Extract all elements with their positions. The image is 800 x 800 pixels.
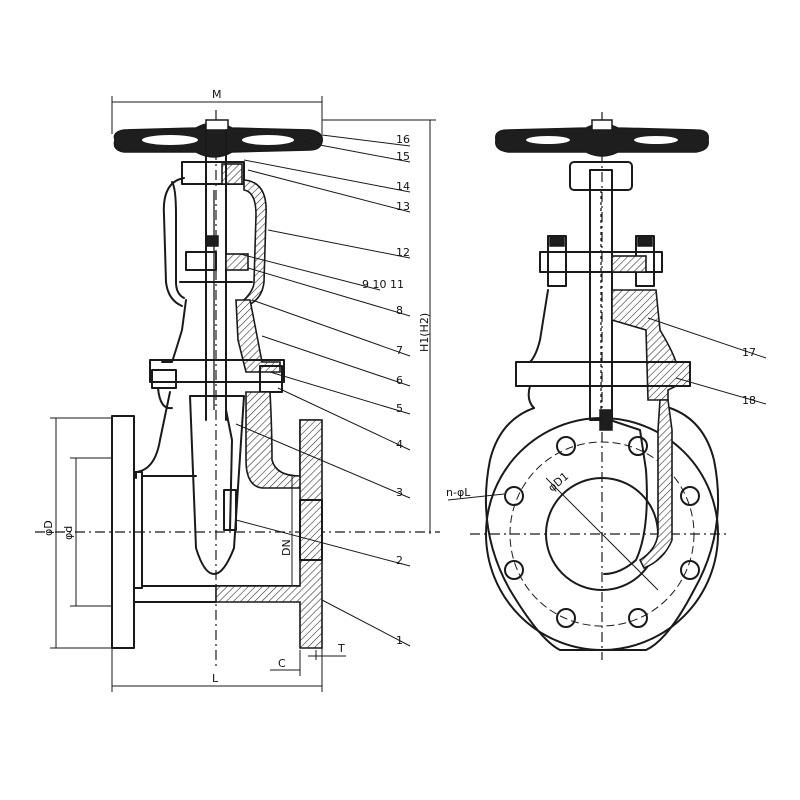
- dim-DN-label: DN: [280, 539, 293, 556]
- handwheel: [113, 119, 323, 158]
- callout-2: 2: [396, 554, 403, 567]
- dim-D-label: φD: [42, 520, 55, 536]
- side-handwheel: [495, 119, 709, 157]
- callout-13: 13: [396, 200, 410, 213]
- callout-12: 12: [396, 246, 410, 259]
- callout-15: 15: [396, 150, 410, 163]
- callout-3: 3: [396, 486, 403, 499]
- dim-T-label: T: [337, 642, 345, 655]
- dim-C-label: C: [278, 657, 286, 670]
- dim-bolts-label: n-φL: [446, 486, 471, 499]
- dim-H-label: H1(H2): [418, 313, 431, 352]
- side-view: φD1 n-φL: [446, 112, 730, 660]
- dim-d-label: φd: [62, 526, 75, 540]
- callout-6: 6: [396, 374, 403, 387]
- flange-bolt-holes: [504, 436, 700, 628]
- callouts-right: 17 18: [647, 317, 767, 407]
- callout-4: 4: [396, 438, 403, 451]
- callout-5: 5: [396, 402, 403, 415]
- callouts-left: 16 15 14 13 12 9 10 11 8 7 6 5 4 3 2 1: [235, 133, 411, 647]
- callout-1: 1: [396, 634, 403, 647]
- callout-8: 8: [396, 304, 403, 317]
- callout-16: 16: [396, 133, 410, 146]
- dim-L-label: L: [212, 672, 219, 685]
- callout-18: 18: [742, 394, 756, 407]
- callout-14: 14: [396, 180, 410, 193]
- dimension-lines-left: M L C T φD φd DN H1(H2): [42, 88, 436, 692]
- callout-17: 17: [742, 346, 756, 359]
- front-section-view: [35, 110, 440, 670]
- callout-9-10-11: 9 10 11: [362, 278, 404, 291]
- callout-7: 7: [396, 344, 403, 357]
- dim-M-label: M: [212, 88, 222, 101]
